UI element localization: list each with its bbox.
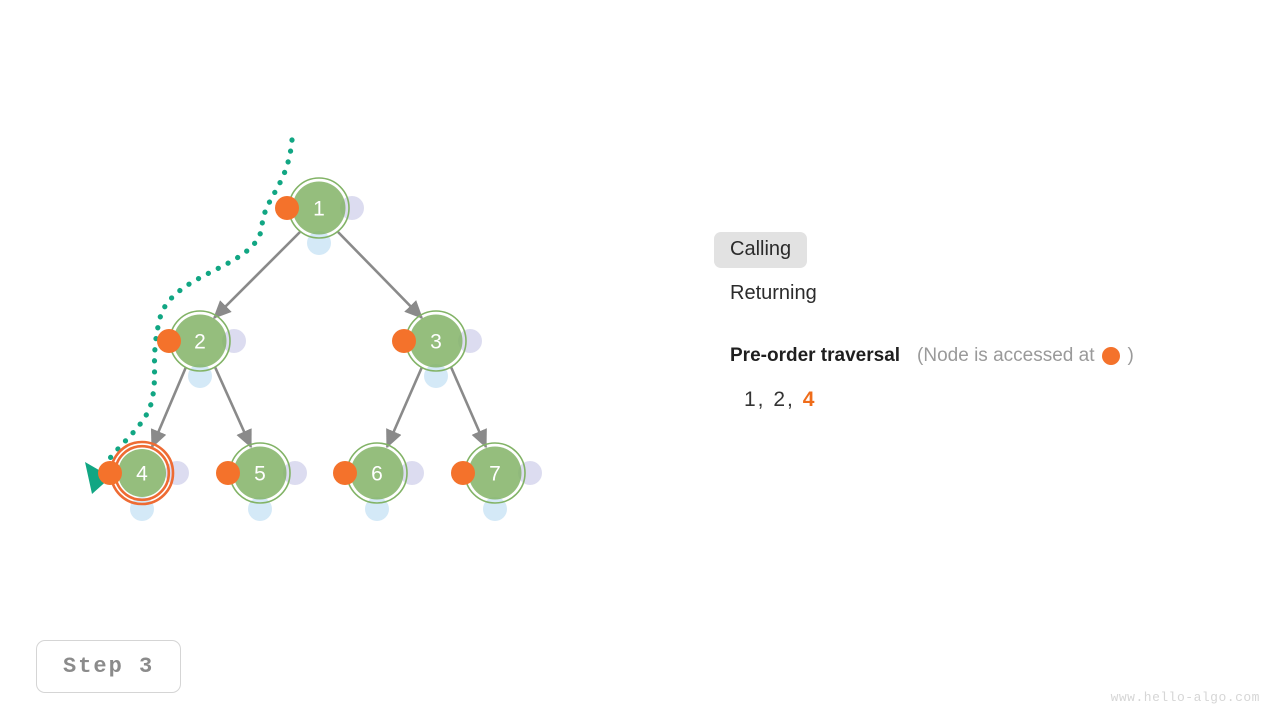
tree-diagram-panel: 1 2 3 4: [85, 137, 542, 521]
traversal-headline: Pre-order traversal (Node is accessed at…: [730, 345, 1238, 367]
recursion-trace: [85, 137, 295, 494]
traversal-block: Pre-order traversal (Node is accessed at…: [714, 345, 1254, 412]
node-1-body: [292, 181, 346, 235]
node-6-port-access: [333, 461, 357, 485]
node-3-label: 3: [430, 331, 442, 354]
node-7-port-access: [451, 461, 475, 485]
node-3-port-access: [392, 329, 416, 353]
access-marker-dot: [1102, 347, 1121, 365]
node-5-port-right: [283, 461, 307, 485]
edge-1-3: [337, 231, 423, 319]
node-6-port-bottom: [365, 497, 389, 521]
tree-node-5[interactable]: 5: [216, 442, 307, 521]
legend-returning-label: Returning: [730, 282, 817, 304]
node-6-body: [350, 446, 404, 500]
node-4-port-access: [98, 461, 122, 485]
info-panel: Calling Returning Pre-order traversal (N…: [714, 232, 1254, 412]
tree-edges: [150, 231, 488, 449]
node-2-port-bottom: [188, 364, 212, 388]
node-4-port-right: [165, 461, 189, 485]
node-2-body: [173, 314, 227, 368]
traversal-current-value: 4: [802, 388, 817, 411]
node-1-label: 1: [313, 198, 325, 221]
node-5-body: [233, 446, 287, 500]
tree-node-7[interactable]: 7: [451, 442, 542, 521]
tree-node-3[interactable]: 3: [392, 310, 482, 388]
node-5-port-access: [216, 461, 240, 485]
step-badge: Step 3: [36, 640, 182, 693]
node-7-port-right: [518, 461, 542, 485]
tree-node-1[interactable]: 1: [275, 177, 364, 255]
traversal-sequence: 1, 2, 4: [730, 388, 1238, 412]
legend-calling-badge: Calling: [714, 232, 808, 268]
node-1-port-right: [340, 196, 364, 220]
tree-node-6[interactable]: 6: [333, 442, 424, 521]
node-2-label: 2: [194, 331, 206, 354]
node-1-port-access: [275, 196, 299, 220]
node-7-label: 7: [489, 463, 501, 486]
watermark: www.hello-algo.com: [1110, 690, 1260, 705]
recursion-trace-path: [95, 137, 295, 481]
recursion-trace-arrowhead: [85, 462, 111, 494]
edge-3-7: [449, 366, 488, 449]
tree-node-2[interactable]: 2: [157, 310, 246, 388]
tree-svg: 1 2 3 4: [85, 137, 542, 521]
node-4-body: [118, 449, 166, 497]
edge-3-6: [385, 366, 424, 449]
node-4-label: 4: [136, 463, 148, 486]
node-3-port-right: [458, 329, 482, 353]
node-6-label: 6: [371, 463, 383, 486]
node-2-port-access: [157, 329, 181, 353]
node-3-port-bottom: [424, 364, 448, 388]
node-7-port-bottom: [483, 497, 507, 521]
node-7-body: [468, 446, 522, 500]
node-6-port-right: [400, 461, 424, 485]
node-1-port-bottom: [307, 231, 331, 255]
node-2-port-right: [222, 329, 246, 353]
tree-node-4[interactable]: 4: [98, 440, 189, 521]
edge-2-5: [213, 366, 253, 449]
node-5-label: 5: [254, 463, 266, 486]
traversal-note-post: ): [1127, 345, 1134, 366]
edge-2-4: [150, 366, 188, 449]
edge-1-2: [213, 231, 301, 319]
traversal-note-pre: (Node is accessed at: [917, 345, 1095, 366]
node-5-port-bottom: [248, 497, 272, 521]
traversal-title: Pre-order traversal: [730, 345, 901, 366]
node-3-body: [409, 314, 463, 368]
traversal-visited-values: 1, 2,: [744, 388, 795, 411]
